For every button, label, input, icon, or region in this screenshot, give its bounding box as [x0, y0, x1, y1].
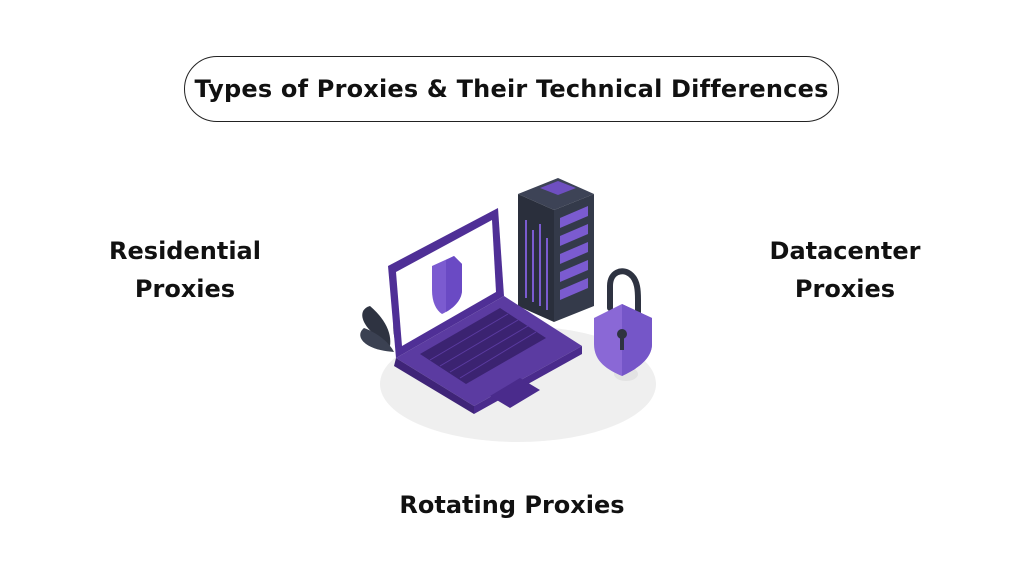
- label-rotating-proxies: Rotating Proxies: [399, 491, 625, 519]
- label-datacenter-line1: Datacenter: [769, 237, 921, 265]
- label-datacenter-proxies: Datacenter Proxies: [750, 232, 940, 308]
- diagram-title: Types of Proxies & Their Technical Diffe…: [194, 75, 829, 103]
- label-datacenter-line2: Proxies: [794, 275, 896, 303]
- shield-icon: [432, 256, 462, 314]
- label-residential-proxies: Residential Proxies: [90, 232, 280, 308]
- laptop-icon: [388, 208, 582, 414]
- padlock-icon: [594, 268, 652, 381]
- label-residential-line1: Residential: [109, 237, 261, 265]
- label-residential-line2: Proxies: [134, 275, 236, 303]
- proxy-illustration: [360, 178, 656, 442]
- server-rack-icon: [518, 178, 594, 322]
- title-pill: Types of Proxies & Their Technical Diffe…: [184, 56, 839, 122]
